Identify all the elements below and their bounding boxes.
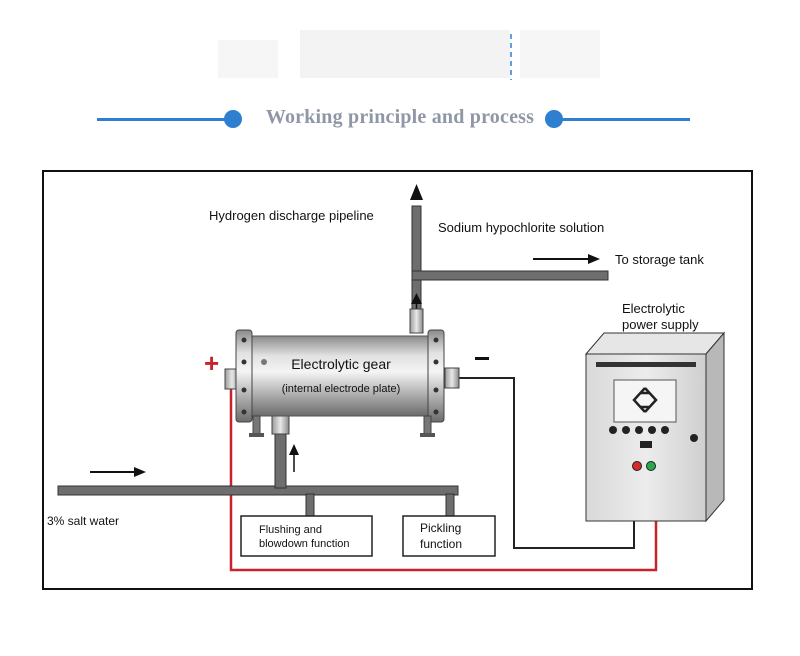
- positive-mark: +: [204, 348, 219, 378]
- salt-water-arrow-icon: [134, 467, 146, 477]
- storage-pipe-horizontal: [411, 270, 609, 281]
- gear-negative-terminal: [444, 367, 460, 389]
- cabinet-display: [613, 379, 677, 423]
- salt-water-label: 3% salt water: [47, 514, 119, 528]
- title-line-left: [97, 118, 235, 121]
- bolt-icon: [433, 337, 439, 343]
- gear-flange-right: [427, 329, 445, 423]
- gear-flange-left: [235, 329, 253, 423]
- gear-sublabel: (internal electrode plate): [282, 383, 401, 395]
- diagram-frame: [42, 170, 753, 590]
- cabinet-front: [585, 353, 707, 522]
- flushing-box: [240, 515, 373, 557]
- gear-inlet-riser: [274, 429, 287, 489]
- header-strip: [218, 30, 600, 80]
- header-fade-1: [218, 40, 278, 78]
- bolt-icon: [241, 409, 247, 415]
- pickling-box: [402, 515, 496, 557]
- storage-arrow-icon: [588, 254, 600, 264]
- control-knob-4: [648, 426, 656, 434]
- hydrogen-up-arrow-icon: [410, 184, 423, 200]
- control-knob-5: [661, 426, 669, 434]
- page-title: Working principle and process: [265, 106, 535, 128]
- sodium-label: Sodium hypochlorite solution: [438, 220, 604, 235]
- flushing-label-line2: blowdown function: [259, 538, 350, 550]
- electrolytic-gear: Electrolytic gear (internal electrode pl…: [224, 329, 460, 437]
- control-knob-2: [622, 426, 630, 434]
- power-supply-label-line2: power supply: [622, 317, 699, 332]
- power-supply-label-line1: Electrolytic: [622, 301, 685, 316]
- bolt-icon: [433, 409, 439, 415]
- gear-leg-right-foot: [420, 433, 435, 437]
- diamond-electrode-logo-icon: [632, 387, 658, 413]
- gear-label: Electrolytic gear: [291, 356, 391, 372]
- title-dot-right: [545, 110, 563, 128]
- outlet-flow-arrow-icon: [411, 293, 422, 304]
- control-knob-1: [609, 426, 617, 434]
- gear-sight-dot: [261, 359, 267, 365]
- bolt-icon: [241, 387, 247, 393]
- gear-outlet-nozzle: [409, 308, 424, 334]
- hydrogen-label: Hydrogen discharge pipeline: [209, 208, 374, 223]
- cabinet-side: [705, 331, 725, 523]
- bolt-icon: [241, 337, 247, 343]
- green-light-icon: [646, 461, 656, 471]
- header-fade-3: [520, 30, 600, 78]
- control-knob-3: [635, 426, 643, 434]
- flushing-label-line1: Flushing and: [259, 524, 322, 536]
- inlet-flow-arrow-icon: [289, 444, 299, 455]
- negative-wire: [457, 377, 635, 549]
- gear-body: [249, 335, 431, 417]
- flushing-branch-pipe: [305, 493, 315, 517]
- bolt-icon: [241, 359, 247, 365]
- negative-mark: [475, 357, 489, 360]
- salt-water-pipe: [57, 485, 459, 496]
- header-fade-2: [300, 30, 510, 78]
- cabinet-top: [584, 332, 726, 355]
- power-supply-cabinet: [584, 331, 726, 523]
- bolt-icon: [433, 359, 439, 365]
- pickling-label-line1: Pickling: [420, 521, 461, 535]
- cabinet-vent: [596, 362, 696, 367]
- bolt-icon: [433, 387, 439, 393]
- title-dot-left: [224, 110, 242, 128]
- control-knob-6: [690, 434, 698, 442]
- positive-wire: [229, 385, 658, 572]
- storage-label: To storage tank: [615, 252, 704, 267]
- pickling-label-line2: function: [420, 537, 462, 551]
- red-light-icon: [632, 461, 642, 471]
- title-line-right: [560, 118, 690, 121]
- gear-leg-left-foot: [249, 433, 264, 437]
- title-row: Working principle and process: [0, 100, 800, 140]
- pickling-branch-pipe: [445, 493, 455, 517]
- control-switch: [640, 441, 652, 448]
